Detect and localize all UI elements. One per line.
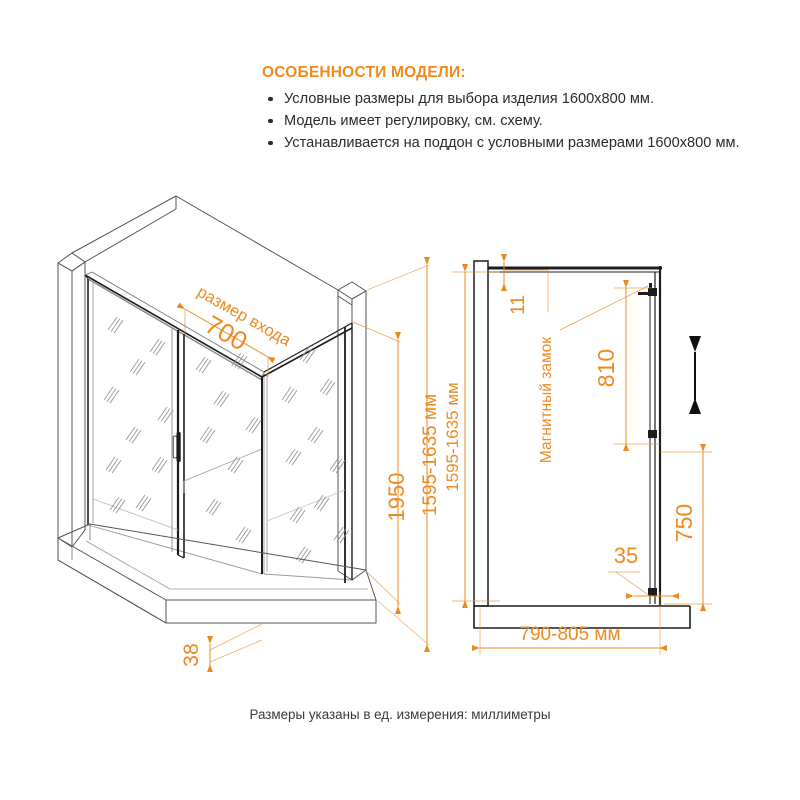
isometric-dimensions [176,257,430,672]
roller-top [638,283,657,296]
features-title: ОСОБЕННОСТИ МОДЕЛИ: [262,64,466,81]
label-sill-thickness: 38 [180,643,203,666]
enclosure-top-rear [71,195,339,296]
features-block: ОСОБЕННОСТИ МОДЕЛИ: Условные размеры для… [262,64,762,155]
label-total-width: 1595-1635 мм [420,394,441,516]
feature-item-1: Условные размеры для выбора изделия 1600… [262,89,762,110]
label-lock-height: 810 [593,349,619,387]
side-view-dimensions [452,254,712,655]
label-bottom-offset: 35 [614,543,638,568]
isometric-enclosure [57,195,377,624]
feature-item-2: Модель имеет регулировку, см. схему. [262,111,762,132]
label-profile-gap: 11 [508,295,529,315]
back-left-post [57,252,86,548]
roller-bottom [648,430,657,438]
roller-lower [648,588,657,596]
feature-item-3: Устанавливается на поддон с условными ра… [262,133,762,154]
label-depth: 790-805 мм [519,624,620,645]
side-view-dimension-labels: 1595-1635 мм 11 Магнитный замок 810 750 … [443,295,697,645]
features-list: Условные размеры для выбора изделия 1600… [262,89,762,154]
label-iso-height: 1950 [384,473,409,522]
label-roller-height: 750 [671,504,697,542]
side-tray [473,605,691,629]
side-glass-panel [261,322,353,583]
door-handle [172,432,181,462]
label-height-range: 1595-1635 мм [443,382,462,491]
shower-tray [57,523,377,624]
wall-profile [473,260,489,607]
label-magnetic-lock: Магнитный замок [538,337,555,463]
units-note: Размеры указаны в ед. измерения: миллиме… [249,707,551,722]
side-view-enclosure [473,260,701,629]
